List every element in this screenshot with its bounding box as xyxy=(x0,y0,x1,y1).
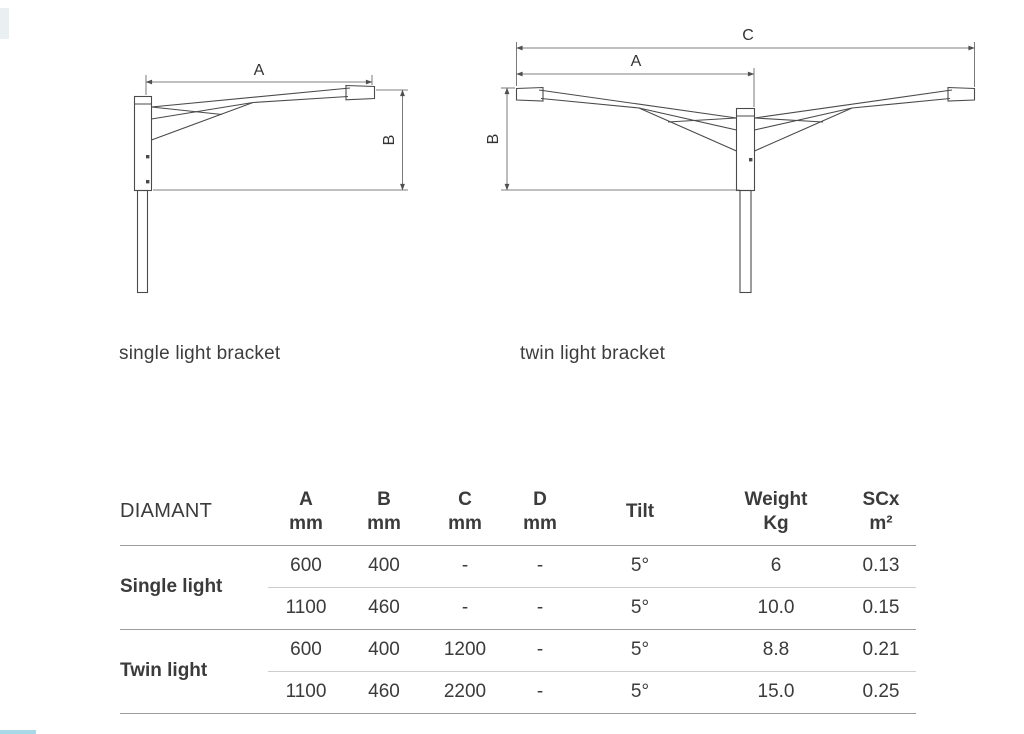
cell-c: 2200 xyxy=(424,670,506,714)
twin-bracket-drawing xyxy=(515,86,976,294)
pole xyxy=(136,189,149,294)
single-bracket-dimensions xyxy=(145,75,408,191)
cell-weight: 8.8 xyxy=(706,628,846,671)
table-row: Twin light 600 400 1200 - 5° 8.8 0.21 xyxy=(120,628,916,714)
col-header-line: SCx xyxy=(862,489,900,510)
cell-d: - xyxy=(506,586,574,629)
arm-lattice xyxy=(151,106,223,116)
table-row: 1100 460 2200 - 5° 15.0 0.25 xyxy=(120,670,916,714)
col-header-line: A xyxy=(299,489,313,510)
product-name: DIAMANT xyxy=(120,479,268,546)
cell-scx: 0.21 xyxy=(846,628,916,671)
group-label-twin-light: Twin light xyxy=(120,628,268,714)
table-row: Single light 600 400 - - 5° 6 0.13 xyxy=(120,545,916,630)
col-header-line: Tilt xyxy=(625,500,655,522)
cell-c: 1200 xyxy=(424,628,506,671)
spec-table: DIAMANT A mm B mm C mm D mm Tilt W xyxy=(120,479,916,714)
single-bracket-drawing xyxy=(133,84,376,294)
cell-a: 1100 xyxy=(268,670,344,714)
bolt-mark xyxy=(749,158,753,162)
arm-top-chord xyxy=(151,87,351,108)
luminaire-tip xyxy=(947,86,976,102)
cell-scx: 0.25 xyxy=(846,670,916,714)
cell-tilt: 5° xyxy=(574,628,706,671)
header-row: DIAMANT A mm B mm C mm D mm Tilt W xyxy=(120,479,916,546)
col-header-scx: SCx m² xyxy=(846,479,916,546)
cell-d: - xyxy=(506,670,574,714)
arm-lattice xyxy=(754,117,824,123)
arm-top-chord xyxy=(538,89,737,119)
dim-label-a-single: A xyxy=(254,62,265,79)
dim-label-b-single: B xyxy=(381,135,398,146)
dim-label-c-twin: C xyxy=(742,27,754,44)
cell-b: 460 xyxy=(344,670,424,714)
col-header-unit: mm xyxy=(367,512,401,534)
cell-scx: 0.15 xyxy=(846,586,916,629)
cell-b: 460 xyxy=(344,586,424,629)
page-corner-mark xyxy=(0,8,9,39)
cell-a: 600 xyxy=(290,555,322,576)
cell-tilt: 5° xyxy=(630,555,650,576)
bolt-mark xyxy=(146,155,150,159)
col-header-unit: m² xyxy=(869,512,893,534)
cell-tilt: 5° xyxy=(574,586,706,629)
arm-lattice xyxy=(151,101,254,120)
col-header-c: C mm xyxy=(424,479,506,546)
luminaire-tip xyxy=(345,84,376,101)
cell-d: - xyxy=(536,555,544,576)
cell-weight: 15.0 xyxy=(706,670,846,714)
col-header-unit: mm xyxy=(448,512,482,534)
cell-c: - xyxy=(424,586,506,629)
cell-tilt: 5° xyxy=(574,670,706,714)
col-header-line: C xyxy=(458,489,472,510)
col-header-line: D xyxy=(533,489,547,510)
technical-drawings: A B C A B xyxy=(133,27,976,294)
single-bracket-caption: single light bracket xyxy=(119,343,281,364)
twin-bracket-caption: twin light bracket xyxy=(520,343,666,364)
arm-bottom-chord xyxy=(754,97,951,152)
pole-sleeve xyxy=(735,107,756,192)
col-header-line: B xyxy=(377,489,391,510)
cell-b: 400 xyxy=(368,555,400,576)
twin-bracket-dimensions xyxy=(501,42,975,191)
bolt-mark xyxy=(146,180,150,184)
col-header-unit: Kg xyxy=(763,512,789,534)
table-row: 1100 460 - - 5° 10.0 0.15 xyxy=(120,586,916,629)
cell-weight: 10.0 xyxy=(706,586,846,629)
arm-lattice xyxy=(638,107,737,131)
cell-scx: 0.13 xyxy=(862,555,900,576)
cell-weight: 6 xyxy=(770,555,782,576)
arm-lattice xyxy=(754,107,853,131)
col-header-b: B mm xyxy=(344,479,424,546)
dim-label-b-twin: B xyxy=(485,134,502,145)
col-header-a: A mm xyxy=(268,479,344,546)
pole-sleeve xyxy=(133,95,153,192)
cell-a: 1100 xyxy=(268,586,344,629)
pole xyxy=(739,189,752,294)
bottom-accent-line xyxy=(0,730,36,734)
cell-a: 600 xyxy=(268,628,344,671)
dim-label-a-twin: A xyxy=(631,53,642,70)
group-label-single-light: Single light xyxy=(120,545,268,630)
col-header-unit: mm xyxy=(289,512,323,534)
arm-bottom-chord xyxy=(540,97,737,152)
arm-lattice xyxy=(667,117,737,123)
col-header-unit: mm xyxy=(523,512,557,534)
cell-c: - xyxy=(461,555,469,576)
luminaire-tip xyxy=(515,86,544,102)
col-header-line: Weight xyxy=(744,489,808,510)
arm-top-chord xyxy=(754,89,953,119)
col-header-d: D mm xyxy=(506,479,574,546)
col-header-tilt: Tilt xyxy=(574,479,706,546)
cell-b: 400 xyxy=(344,628,424,671)
col-header-weight: Weight Kg xyxy=(706,479,846,546)
cell-d: - xyxy=(506,628,574,671)
